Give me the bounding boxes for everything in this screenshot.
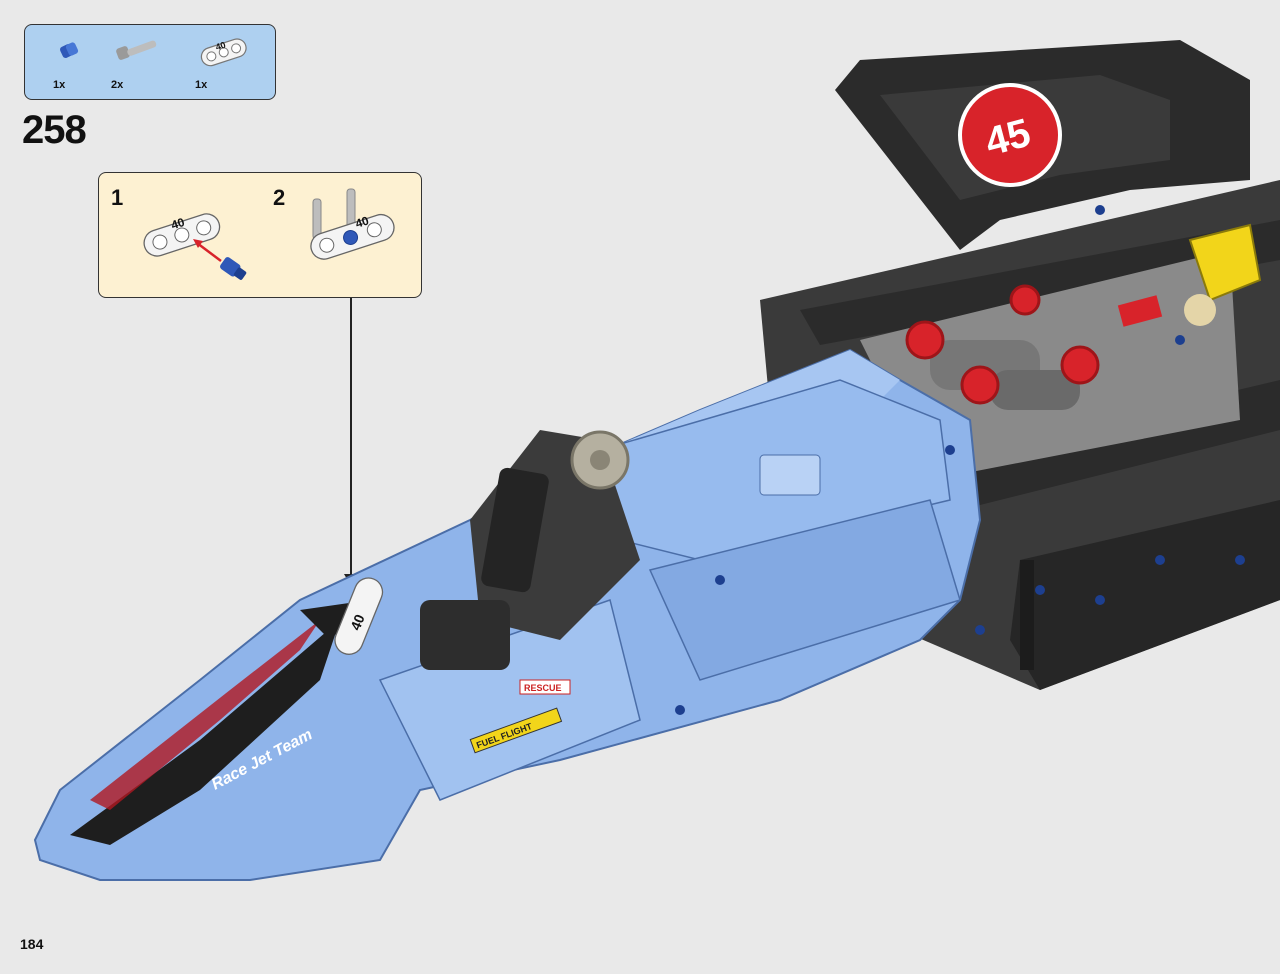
part-gray-axle-pin: 2x — [111, 33, 171, 93]
substep-1-illustration: 40 — [143, 213, 247, 280]
rescue-decal-text: RESCUE — [524, 683, 562, 693]
callout-pointer-line — [350, 298, 352, 578]
substep-number: 2 — [273, 185, 286, 210]
blue-pin-icon — [60, 42, 79, 58]
page-number: 184 — [20, 936, 44, 952]
beam-label: 40 — [169, 215, 186, 233]
step-number: 258 — [22, 108, 87, 152]
axle-pin-icon — [116, 40, 157, 60]
substep-number: 1 — [111, 185, 124, 210]
blue-pins — [675, 205, 1245, 715]
red-gears — [905, 284, 1163, 405]
part-quantity: 1x — [195, 79, 208, 91]
part-quantity: 2x — [111, 79, 124, 91]
yellow-part — [1184, 223, 1262, 326]
part-quantity: 1x — [53, 79, 66, 91]
cockpit — [420, 430, 640, 670]
tail-fin: 45 — [835, 40, 1250, 250]
parts-list-box: 1x 2x 40 1x — [24, 24, 276, 100]
substep-callout-box: 1 40 2 40 — [98, 172, 422, 298]
callout-beam: 40 — [334, 577, 384, 655]
rescue-decal — [519, 679, 571, 695]
beam-label: 40 — [214, 40, 227, 53]
beam-label: 40 — [354, 213, 371, 231]
white-beam-icon: 40 — [200, 38, 247, 67]
part-blue-pin: 1x — [53, 33, 113, 93]
part-white-beam: 40 1x — [195, 33, 265, 93]
substep-2-illustration: 40 — [310, 188, 395, 260]
beam-label: 40 — [347, 612, 368, 633]
